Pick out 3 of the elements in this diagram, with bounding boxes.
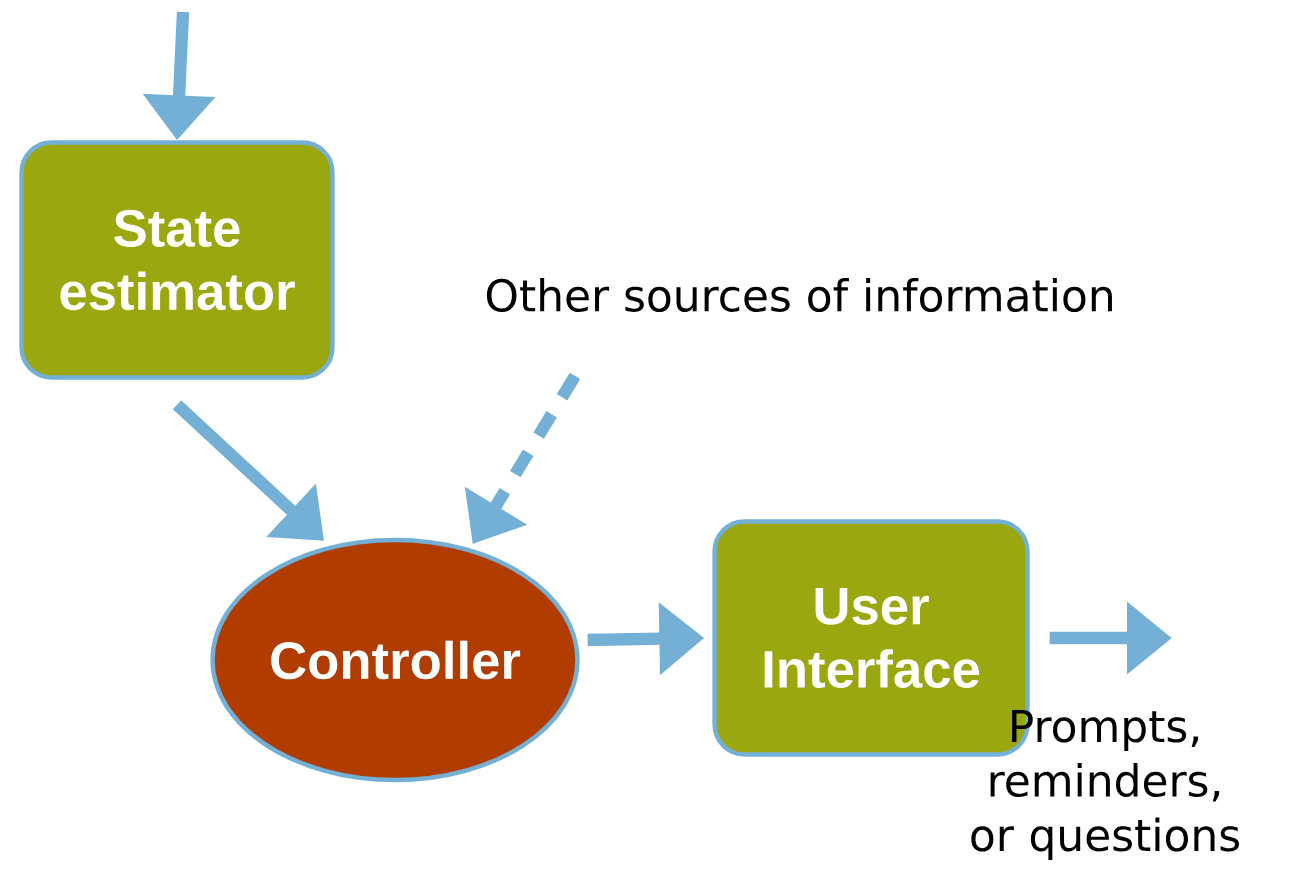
process-box: State estimator [19, 140, 335, 380]
arrow [172, 400, 324, 541]
source-text: Other sources of information [486, 278, 1112, 312]
